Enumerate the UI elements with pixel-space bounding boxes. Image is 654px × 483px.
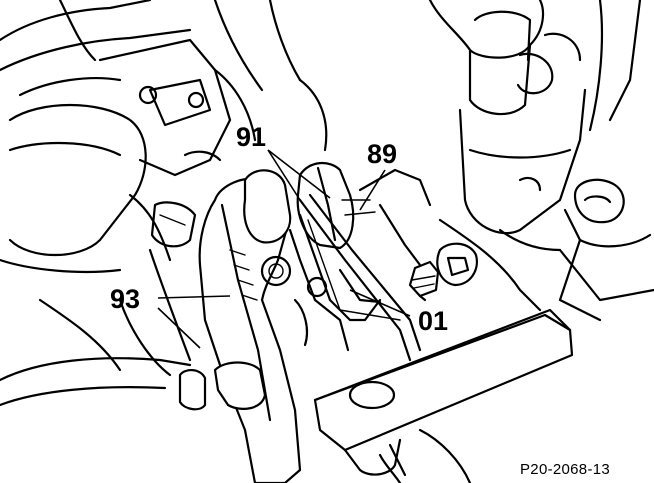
bracket-plate	[288, 213, 401, 352]
engine-background-parts	[0, 0, 654, 407]
callout-01: 01	[418, 306, 448, 336]
special-tool	[298, 193, 574, 477]
pedal-lever-arm	[178, 169, 302, 483]
callout-93: 93	[110, 284, 140, 314]
callout-91: 91	[236, 122, 266, 152]
callouts: 91 89 93 01	[110, 122, 448, 336]
lower-right-details	[378, 428, 472, 483]
callout-89: 89	[367, 139, 397, 169]
leader-lines	[157, 149, 411, 349]
figure-code: P20-2068-13	[520, 461, 610, 478]
